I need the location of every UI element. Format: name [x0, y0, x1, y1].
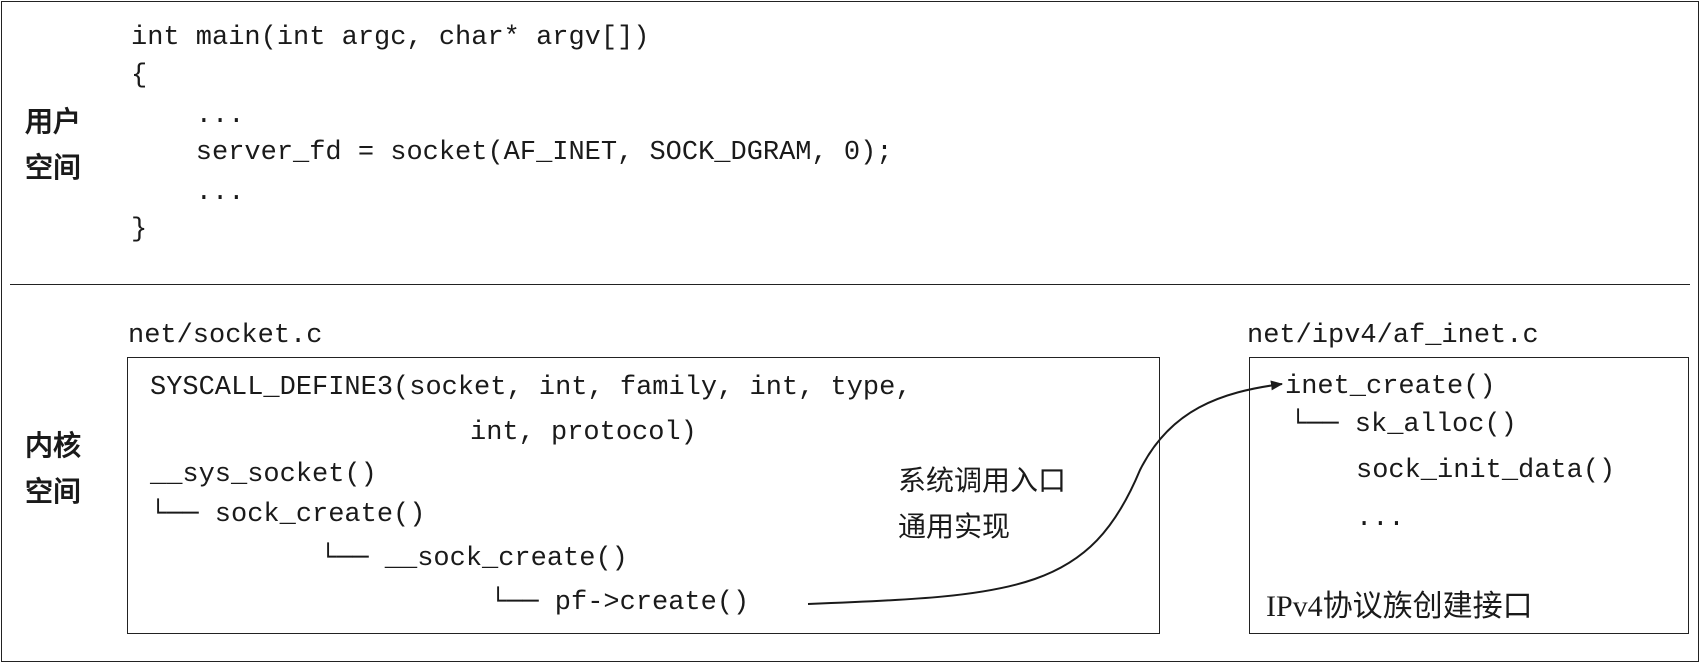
- sock-create-call: └── sock_create(): [150, 500, 426, 530]
- inet-ellipsis: ...: [1356, 504, 1405, 534]
- syscall-define-line2: int, protocol): [470, 418, 697, 448]
- kernel-space-label-line2: 空间: [25, 475, 82, 508]
- code-line-6: }: [131, 215, 148, 245]
- inet-file-path: net/ipv4/af_inet.c: [1247, 321, 1539, 351]
- syscall-entry-annotation-line1: 系统调用入口: [898, 464, 1067, 497]
- code-line-4: server_fd = socket(AF_INET, SOCK_DGRAM, …: [131, 138, 893, 168]
- ipv4-create-annotation: IPv4协议族创建接口: [1266, 590, 1533, 623]
- code-line-1: int main(int argc, char* argv[]): [131, 23, 650, 53]
- pf-create-call: └── pf->create(): [490, 588, 750, 618]
- socket-file-path: net/socket.c: [128, 321, 323, 351]
- pf-create-to-inet-create-arrow: [807, 380, 1283, 605]
- sys-socket-call: __sys_socket(): [150, 460, 377, 490]
- inet-file-box: [1249, 357, 1689, 634]
- space-divider: [10, 284, 1690, 285]
- sock-init-data-call: sock_init_data(): [1356, 456, 1616, 486]
- syscall-define-line1: SYSCALL_DEFINE3(socket, int, family, int…: [150, 373, 912, 403]
- code-line-5: ...: [131, 178, 245, 208]
- user-space-label-line1: 用户: [25, 105, 82, 138]
- syscall-entry-annotation-line2: 通用实现: [898, 510, 1011, 543]
- socket-file-box: [127, 357, 1160, 634]
- inet-create-call: inet_create(): [1285, 372, 1496, 402]
- code-line-2: {: [131, 61, 148, 91]
- user-space-label-line2: 空间: [25, 151, 82, 184]
- internal-sock-create-call: └── __sock_create(): [320, 544, 628, 574]
- sk-alloc-call: └── sk_alloc(): [1290, 410, 1517, 440]
- code-line-3: ...: [131, 101, 245, 131]
- kernel-space-label-line1: 内核: [25, 429, 82, 462]
